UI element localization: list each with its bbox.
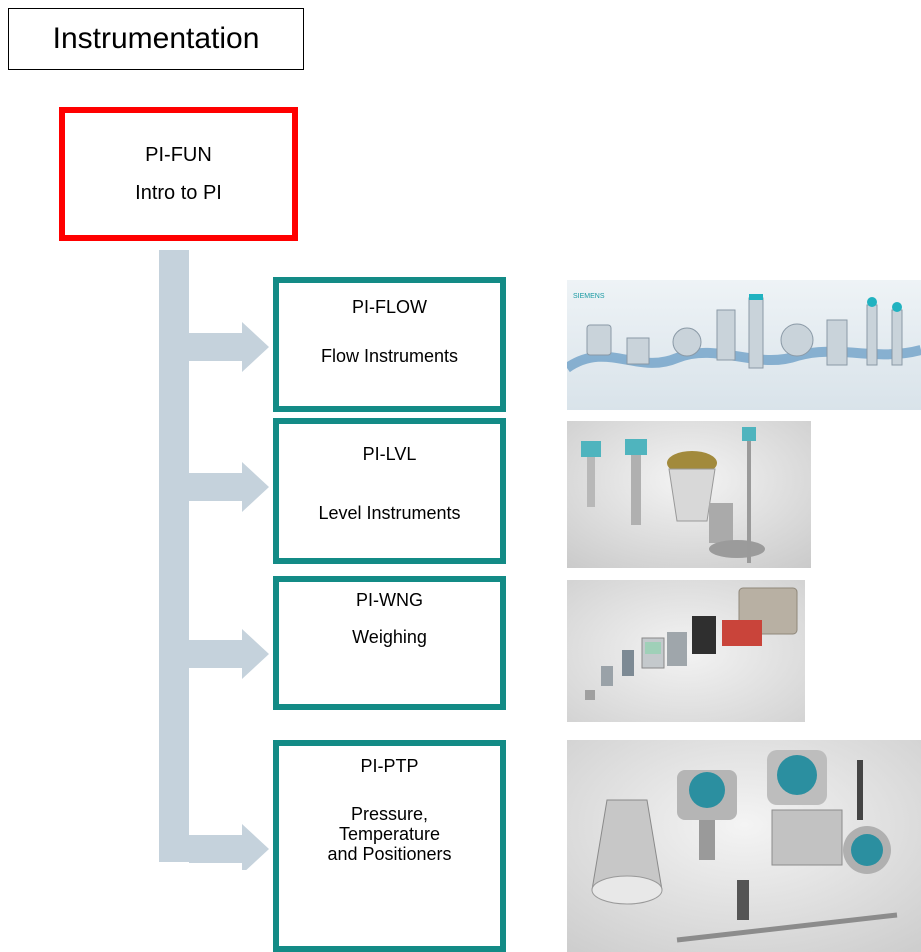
course-name-ptp-line2: Temperature	[338, 823, 441, 844]
intro-course-name: Intro to PI	[135, 182, 222, 204]
course-box-flow: PI-FLOW Flow Instruments	[273, 277, 506, 412]
arrow-to-lvl	[189, 462, 269, 512]
arrow-to-flow	[189, 322, 269, 372]
weighing-photo	[567, 580, 805, 722]
course-name-flow: Flow Instruments	[320, 346, 459, 366]
course-name-ptp: Pressure, Temperature and Positioners	[327, 804, 452, 864]
connector-arrows	[159, 250, 269, 870]
siemens-logo-text: SIEMENS	[573, 293, 605, 300]
course-box-wng: PI-WNG Weighing	[273, 576, 506, 710]
course-name-ptp-line1: Pressure,	[350, 804, 428, 824]
intro-course-code: PI-FUN	[145, 144, 212, 166]
course-box-lvl: PI-LVL Level Instruments	[273, 418, 506, 564]
course-name-wng: Weighing	[352, 627, 427, 647]
arrow-to-wng	[189, 629, 269, 679]
course-code-lvl: PI-LVL	[362, 444, 417, 464]
course-code-flow: PI-FLOW	[352, 297, 427, 317]
flow-instruments-photo: SIEMENS	[567, 280, 921, 410]
course-box-ptp: PI-PTP Pressure, Temperature and Positio…	[273, 740, 506, 952]
pressure-instruments-photo	[567, 740, 921, 952]
course-code-wng: PI-WNG	[356, 590, 423, 610]
course-name-lvl: Level Instruments	[318, 503, 461, 523]
arrow-to-ptp	[189, 824, 269, 870]
diagram-title: Instrumentation	[8, 8, 304, 70]
level-instruments-photo	[567, 421, 811, 568]
course-code-ptp: PI-PTP	[360, 756, 419, 776]
connector-spine	[159, 250, 189, 862]
course-name-ptp-line3: and Positioners	[327, 843, 452, 864]
intro-course-box: PI-FUN Intro to PI	[59, 107, 298, 241]
